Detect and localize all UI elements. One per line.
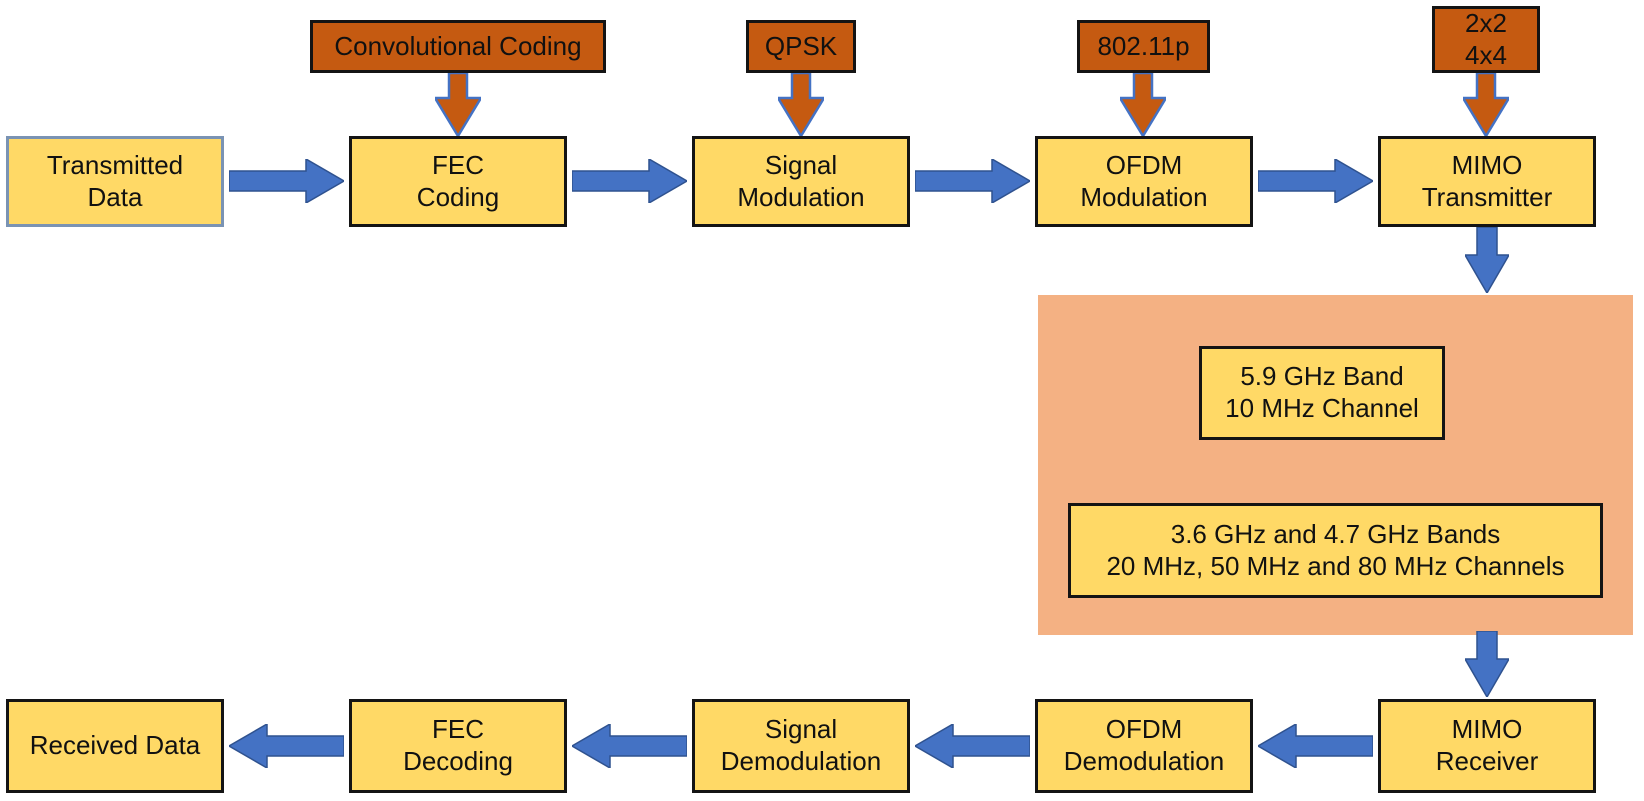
box-fec-decoding-line1: FEC — [432, 714, 484, 745]
arrow-signal-demodulation-to-fec-decoding — [572, 724, 687, 768]
arrow-qpsk-to-signal-modulation — [778, 73, 824, 136]
arrow-ofdm-modulation-to-mimo-transmitter — [1258, 159, 1373, 203]
box-signal-demodulation: Signal Demodulation — [692, 699, 910, 793]
tag-mimo-config-line1: 2x2 — [1465, 7, 1507, 38]
box-band-5-9ghz-line1: 5.9 GHz Band — [1240, 361, 1404, 392]
arrow-ofdm-demodulation-to-signal-demodulation — [915, 724, 1030, 768]
box-fec-decoding-line2: Decoding — [403, 746, 513, 776]
tag-mimo-config: 2x2 4x4 — [1432, 6, 1540, 73]
box-signal-demodulation-line1: Signal — [764, 714, 838, 745]
box-band-3-6-4-7ghz: 3.6 GHz and 4.7 GHz Bands 20 MHz, 50 MHz… — [1068, 503, 1603, 598]
box-fec-coding-line2: Coding — [416, 181, 500, 212]
box-band-5-9ghz-line2: 10 MHz Channel — [1225, 393, 1419, 423]
box-received-data: Received Data — [6, 699, 224, 793]
box-transmitted-data-line1: Transmitted — [46, 149, 184, 180]
tag-802-11p: 802.11p — [1077, 20, 1210, 73]
tag-convolutional-coding: Convolutional Coding — [310, 20, 606, 73]
arrow-802-11p-to-ofdm-modulation — [1120, 73, 1166, 136]
box-mimo-transmitter-line2: Transmitter — [1421, 181, 1553, 212]
box-mimo-receiver: MIMO Receiver — [1378, 699, 1596, 793]
tag-mimo-config-line2: 4x4 — [1465, 39, 1507, 70]
box-ofdm-demodulation-line2: Demodulation — [1063, 746, 1225, 776]
box-signal-modulation: Signal Modulation — [692, 136, 910, 227]
box-band-5-9ghz: 5.9 GHz Band 10 MHz Channel — [1199, 346, 1445, 440]
arrow-channel-to-mimo-receiver — [1465, 631, 1509, 697]
box-mimo-receiver-line1: MIMO — [1451, 714, 1523, 745]
box-signal-modulation-line2: Modulation — [737, 181, 865, 212]
box-band-3-6-4-7ghz-line2: 20 MHz, 50 MHz and 80 MHz Channels — [1106, 550, 1565, 581]
arrow-transmitted-data-to-fec-coding — [229, 159, 344, 203]
arrow-signal-modulation-to-ofdm-modulation — [915, 159, 1030, 203]
box-fec-coding: FEC Coding — [349, 136, 567, 227]
box-transmitted-data: Transmitted Data — [6, 136, 224, 227]
box-ofdm-modulation-line1: OFDM — [1105, 149, 1183, 180]
box-ofdm-demodulation: OFDM Demodulation — [1035, 699, 1253, 793]
box-ofdm-modulation: OFDM Modulation — [1035, 136, 1253, 227]
box-ofdm-demodulation-line1: OFDM — [1105, 714, 1183, 745]
box-ofdm-modulation-line2: Modulation — [1080, 181, 1208, 212]
box-fec-coding-line1: FEC — [432, 149, 484, 180]
box-transmitted-data-line2: Data — [87, 181, 143, 212]
tag-802-11p-label: 802.11p — [1097, 30, 1190, 61]
arrow-convolutional-to-fec — [435, 73, 481, 136]
arrow-fec-decoding-to-received-data — [229, 724, 344, 768]
arrow-mimo-config-to-mimo-transmitter — [1463, 73, 1509, 136]
box-received-data-line1: Received Data — [29, 730, 201, 761]
arrow-fec-coding-to-signal-modulation — [572, 159, 687, 203]
arrow-mimo-transmitter-to-channel — [1465, 227, 1509, 293]
box-signal-demodulation-line2: Demodulation — [720, 746, 882, 776]
box-signal-modulation-line1: Signal — [764, 149, 838, 180]
box-mimo-receiver-line2: Receiver — [1435, 746, 1539, 776]
tag-convolutional-coding-label: Convolutional Coding — [334, 30, 582, 61]
arrow-mimo-receiver-to-ofdm-demodulation — [1258, 724, 1373, 768]
box-band-3-6-4-7ghz-line1: 3.6 GHz and 4.7 GHz Bands — [1170, 518, 1501, 549]
tag-qpsk: QPSK — [746, 20, 856, 73]
box-mimo-transmitter-line1: MIMO — [1451, 149, 1523, 180]
box-fec-decoding: FEC Decoding — [349, 699, 567, 793]
tag-qpsk-label: QPSK — [764, 30, 838, 61]
box-mimo-transmitter: MIMO Transmitter — [1378, 136, 1596, 227]
